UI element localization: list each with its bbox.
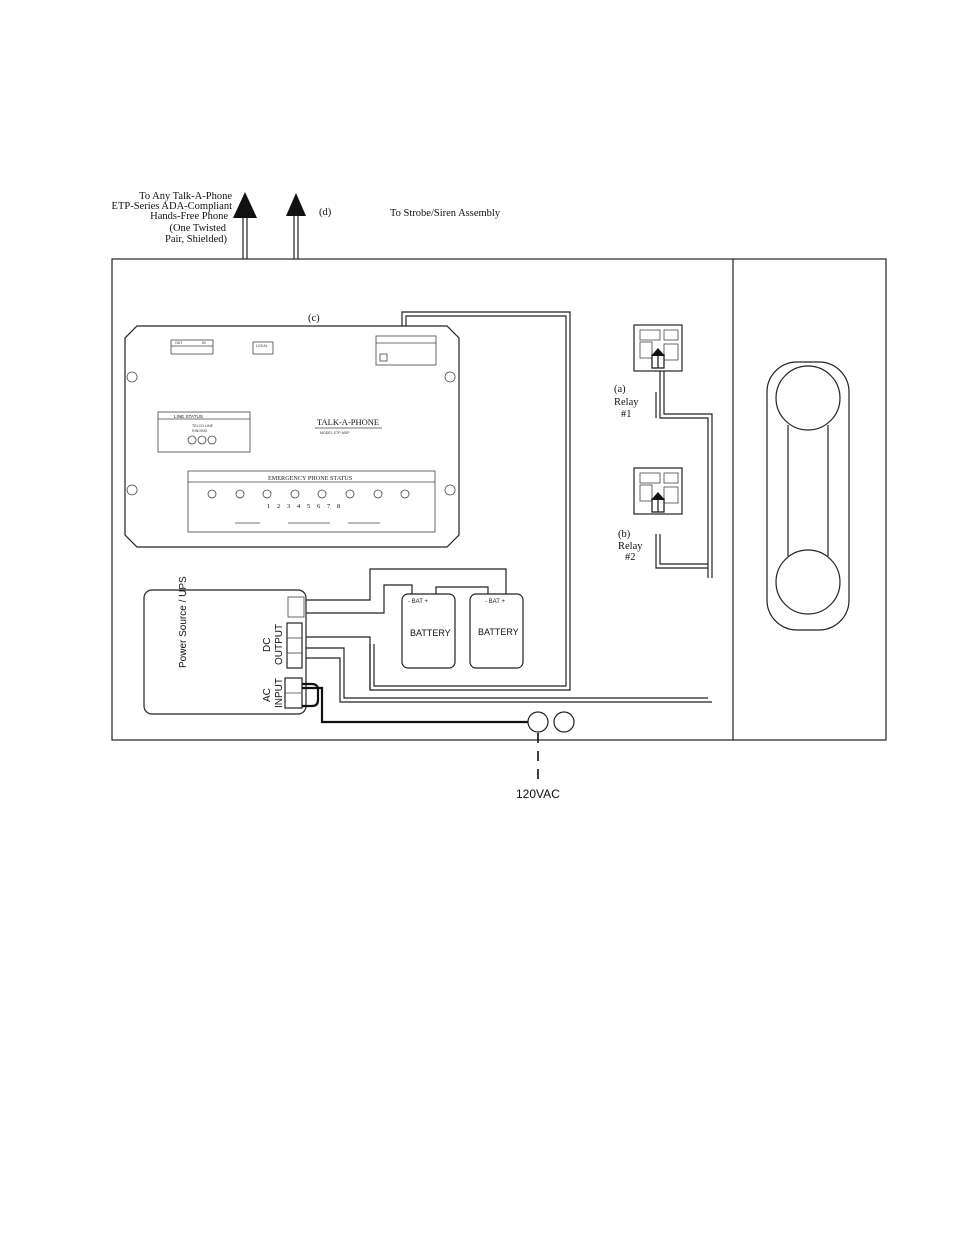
ac-label: AC xyxy=(262,688,273,702)
emergency-number-7: 7 xyxy=(327,503,331,510)
dc-label: DC xyxy=(262,638,273,652)
relay-1-label: (a) Relay #1 xyxy=(614,384,639,420)
strobe-cable-arrow-icon xyxy=(286,193,306,216)
phone-cable-label: To Any Talk-A-Phone ETP-Series ADA-Compl… xyxy=(112,191,233,245)
line-status-label: LINE STATUS xyxy=(174,414,203,419)
phone-cable-arrow-icon xyxy=(233,192,257,218)
vac-label: 120VAC xyxy=(516,787,560,801)
ac-wiring xyxy=(302,682,575,784)
svg-text:#1: #1 xyxy=(621,409,632,420)
power-source-ups xyxy=(143,589,307,715)
output-label: OUTPUT xyxy=(274,624,285,665)
svg-text:Pair, Shielded): Pair, Shielded) xyxy=(165,234,227,245)
telco-line-label: TELCO LINE xyxy=(192,424,214,428)
relay-1 xyxy=(633,324,683,372)
emergency-number-8: 8 xyxy=(337,503,340,510)
emergency-number-4: 4 xyxy=(297,503,301,510)
line-status-leds xyxy=(187,435,217,445)
emergency-number-3: 3 xyxy=(287,503,290,510)
power-source-label: Power Source / UPS xyxy=(178,576,189,668)
strobe-label: To Strobe/Siren Assembly xyxy=(390,208,501,219)
svg-text:Hands-Free Phone: Hands-Free Phone xyxy=(150,211,228,222)
svg-text:Relay: Relay xyxy=(614,397,639,408)
svg-text:(a): (a) xyxy=(614,384,626,395)
battery-2-label: BATTERY xyxy=(478,627,519,637)
input-label: INPUT xyxy=(274,678,285,708)
emergency-numbers: 1 2 3 4 5 6 7 8 xyxy=(267,503,340,510)
label-c: (c) xyxy=(308,313,320,324)
relay-2 xyxy=(633,467,683,515)
battery-1-terminals: - BAT + xyxy=(408,599,428,605)
relay-2-label: (b) Relay #2 xyxy=(618,529,643,563)
ringing-label: RINGING xyxy=(192,429,208,433)
power-wiring xyxy=(300,568,712,703)
svg-text:#2: #2 xyxy=(625,552,636,563)
svg-text:To Any Talk-A-Phone: To Any Talk-A-Phone xyxy=(139,191,232,202)
relay-wiring xyxy=(369,311,713,691)
emergency-number-5: 5 xyxy=(307,503,310,510)
battery-1: - BAT + BATTERY xyxy=(401,593,456,669)
talk-a-phone-panel: OUT IN LOCAL LINE STATUS TELCO LINE RING… xyxy=(124,325,460,548)
handset xyxy=(766,361,850,631)
svg-text:ETP-Series ADA-Compliant: ETP-Series ADA-Compliant xyxy=(112,201,233,212)
svg-text:Relay: Relay xyxy=(618,541,643,552)
svg-text:(b): (b) xyxy=(618,529,631,540)
local-label: LOCAL xyxy=(256,344,268,348)
emergency-number-1: 1 xyxy=(267,503,270,510)
battery-2: - BAT + BATTERY xyxy=(469,593,524,669)
battery-2-terminals: - BAT + xyxy=(485,599,505,605)
emergency-status-label: EMERGENCY PHONE STATUS xyxy=(268,475,353,482)
emergency-leds xyxy=(207,489,410,499)
label-d: (d) xyxy=(319,207,332,218)
out-label: OUT xyxy=(175,341,183,345)
brand-label: TALK-A-PHONE xyxy=(317,417,379,427)
battery-1-label: BATTERY xyxy=(410,628,451,638)
emergency-number-6: 6 xyxy=(317,503,321,510)
model-label: MODEL ETP-MSP xyxy=(320,431,350,435)
emergency-number-2: 2 xyxy=(277,503,280,510)
svg-text:(One Twisted: (One Twisted xyxy=(169,223,226,234)
in-label: IN xyxy=(202,341,206,345)
